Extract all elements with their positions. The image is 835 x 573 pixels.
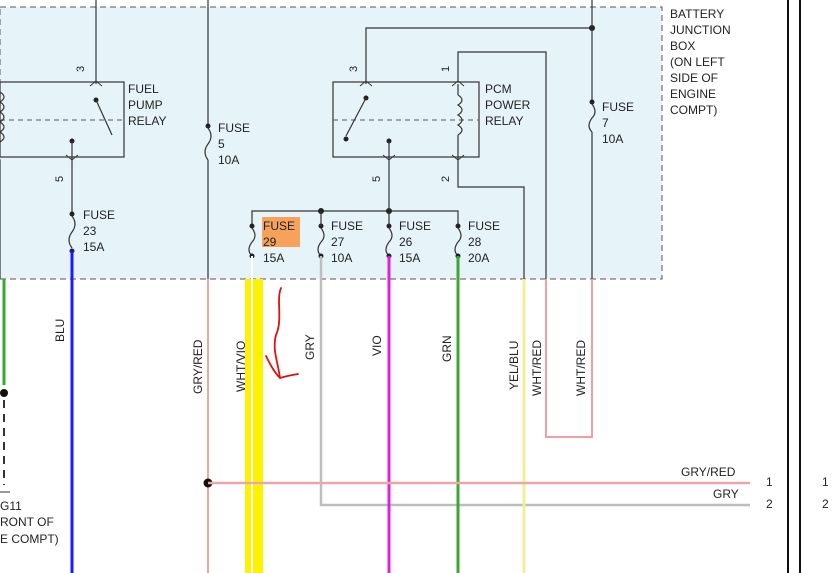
fuse-23-symbol [68,215,76,249]
pcm-relay-pin-bottom-left: 5 [371,176,383,182]
fuel-pump-relay [0,0,125,161]
junction-box-label: BATTERY JUNCTION BOX (ON LEFT SIDE OF EN… [670,7,731,117]
fuse-5-label: FUSE [218,121,250,135]
fuse-bank-bus [251,210,459,226]
fuse-29-highlight [262,217,300,247]
fuse-5-rating: 10A [218,153,239,167]
pcm-relay-pin-top-right: 1 [440,66,452,72]
svg-text:FUEL: FUEL [128,82,159,96]
fuse-29-symbol [248,227,256,257]
svg-text:RELAY: RELAY [128,114,166,128]
fuse-28-label: FUSE [468,219,500,233]
wire-label-gry: GRY [303,334,317,360]
ground-id: G11 [0,499,22,513]
wire-label-wht-vio: WHT/VIO [234,341,248,392]
fuse-23-number: 23 [83,224,97,238]
svg-text:COMPT): COMPT) [670,103,717,117]
wire-label-wht-red-1: WHT/RED [530,340,544,396]
wire-gry [319,256,750,507]
fuse-23-label: FUSE [83,208,115,222]
svg-text:PUMP: PUMP [128,98,163,112]
fuel-pump-relay-pin-bottom: 5 [54,176,66,182]
fuse-28-number: 28 [468,235,482,249]
fuse-7-rating: 10A [602,132,623,146]
wire-wht-vio-highlight [245,279,263,573]
pcm-power-relay-label: PCM POWER RELAY [485,82,531,128]
connector-row2-pin-far: 2 [822,497,829,511]
annotation-red-arrow [265,287,299,380]
fuse-23-dot [69,211,75,217]
wire-label-vio: VIO [370,335,384,356]
svg-text:ENGINE: ENGINE [670,87,716,101]
svg-text:BOX: BOX [670,39,695,53]
svg-text:SIDE OF: SIDE OF [670,71,718,85]
wire-label-yel-blu: YEL/BLU [507,341,521,390]
connector-row1-pin: 1 [766,475,773,489]
fuse-28-rating: 20A [468,251,489,265]
connector-row1-label: GRY/RED [681,465,736,479]
wire-label-gry-red: GRY/RED [191,339,205,394]
ground-location-line2: E COMPT) [0,532,59,546]
fuse-26-number: 26 [399,235,413,249]
wire-wht-red-loop [545,279,593,438]
fuse-29-rating: 15A [263,251,284,265]
fuse-28-symbol [454,227,462,257]
fuse-29-label: FUSE [263,219,295,233]
fuse-27-label: FUSE [331,219,363,233]
fuse-29-number: 29 [263,235,277,249]
pcm-relay-pin-bottom-right: 2 [440,176,452,182]
connector-row2-pin: 2 [766,497,773,511]
fuse-7-symbol [588,103,596,133]
ground-location-line1: RONT OF [0,515,54,529]
fuse-27-rating: 10A [331,251,352,265]
fuse-26-rating: 15A [399,251,420,265]
svg-text:PCM: PCM [485,82,512,96]
fuel-pump-relay-pin-top: 3 [75,66,87,72]
connector-row2-label: GRY [713,487,739,501]
fuse-7-number: 7 [602,116,609,130]
fuse-5-number: 5 [218,137,225,151]
fuse-23-rating: 15A [83,240,104,254]
fuse-7-label: FUSE [602,100,634,114]
ground-splice-dot [0,389,8,397]
fuse-5-dot [205,123,211,129]
fuse-26-symbol [385,227,393,257]
pcm-power-relay [332,25,595,438]
wire-label-grn: GRN [440,335,454,362]
svg-text:RELAY: RELAY [485,114,523,128]
svg-text:BATTERY: BATTERY [670,7,724,21]
fuse-27-symbol [317,227,325,257]
fuse-27-number: 27 [331,235,345,249]
svg-text:POWER: POWER [485,98,531,112]
wire-label-wht-red-2: WHT/RED [574,340,588,396]
wire-label-blu: BLU [53,319,67,342]
svg-text:(ON LEFT: (ON LEFT [670,55,725,69]
fuse-26-label: FUSE [399,219,431,233]
svg-text:JUNCTION: JUNCTION [670,23,731,37]
fuel-pump-relay-label: FUEL PUMP RELAY [128,82,166,128]
pcm-relay-pin-top-left: 3 [348,66,360,72]
fuse-5-symbol [204,127,212,161]
connector-row1-pin-far: 1 [822,475,829,489]
